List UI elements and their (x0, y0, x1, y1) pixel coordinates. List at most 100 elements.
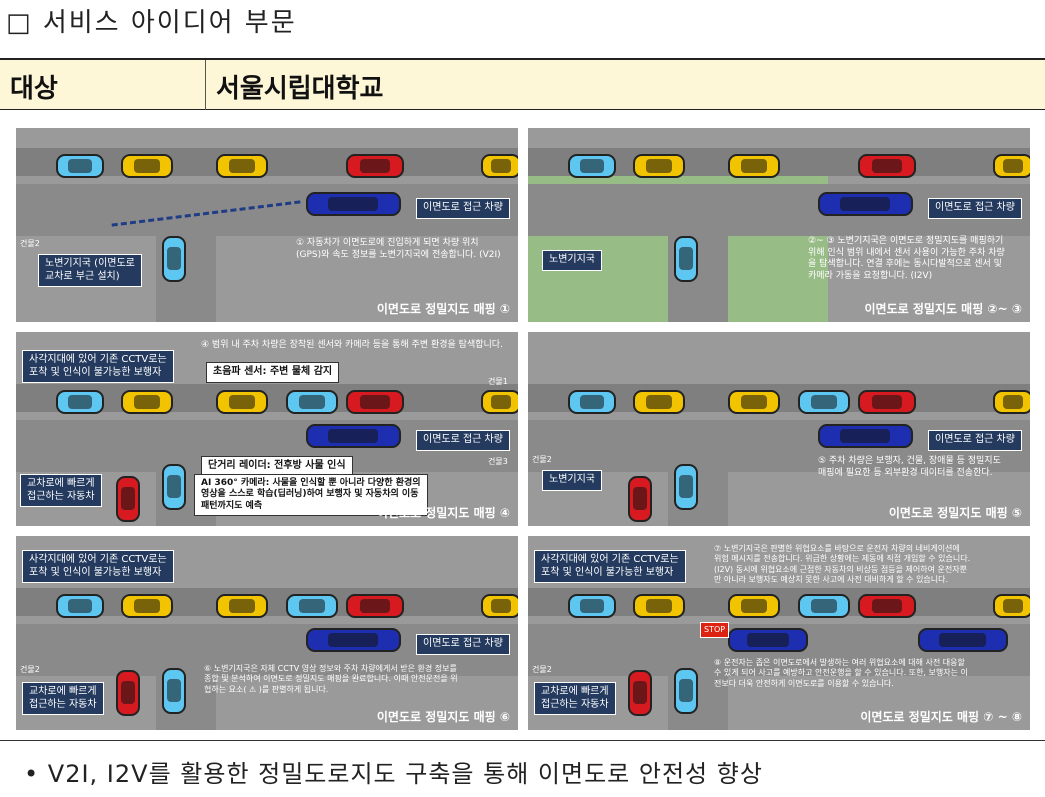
panel-caption: 이면도로 정밀지도 매핑 ②~ ③ (864, 302, 1023, 316)
building-label: 건물3 (488, 457, 508, 466)
panel-6: STOP 사각지대에 있어 기존 CCTV로는 포착 및 인식이 불가능한 보행… (528, 536, 1030, 730)
approaching-car (306, 628, 401, 652)
panel-description: ④ 범위 내 주차 차량은 장착된 센서와 카메라 등을 통해 주변 환경을 탐… (201, 340, 503, 350)
panel-caption: 이면도로 정밀지도 매핑 ① (376, 302, 510, 316)
approaching-car (818, 424, 913, 448)
parked-car (56, 154, 104, 178)
parked-car (993, 390, 1030, 414)
approaching-car (918, 628, 1008, 652)
section-title: □ 서비스 아이디어 부문 (6, 8, 297, 38)
parked-car (162, 464, 186, 510)
parked-car (56, 594, 104, 618)
parked-car (56, 390, 104, 414)
stop-sign: STOP (700, 622, 730, 638)
label-fast-car: 교차로에 빠르게 접근하는 자동차 (22, 682, 104, 715)
approaching-car (306, 424, 401, 448)
building-label: 건물2 (20, 239, 40, 248)
parked-car (798, 390, 850, 414)
parked-car (674, 236, 698, 282)
parked-car (858, 154, 916, 178)
label-blindspot-pedestrian: 사각지대에 있어 기존 CCTV로는 포착 및 인식이 불가능한 보행자 (534, 550, 686, 583)
parked-car (346, 154, 404, 178)
parked-car (728, 390, 780, 414)
building-label: 건물2 (532, 455, 552, 464)
label-roadside-station: 노변기지국 (542, 250, 602, 271)
parked-car (216, 390, 268, 414)
fast-car (628, 670, 652, 716)
parked-car (216, 594, 268, 618)
approaching-car (818, 192, 913, 216)
panel-description: ⑥ 노변기지국은 자체 CCTV 영상 정보와 주차 차량에게서 받은 환경 정… (204, 664, 458, 694)
label-ai-camera: AI 360° 카메라: 사물을 인식할 뿐 아니라 다양한 환경의 영상을 스… (194, 474, 428, 516)
fast-car (116, 476, 140, 522)
parked-car (993, 154, 1030, 178)
summary-bullet: • V2I, I2V를 활용한 정밀도로지도 구축을 통해 이면도로 안전성 향… (24, 760, 763, 788)
panel-caption: 이면도로 정밀지도 매핑 ⑦ ~ ⑧ (860, 710, 1022, 724)
parked-car (993, 594, 1030, 618)
target-header: 대상 서울시립대학교 (0, 58, 1045, 110)
label-approaching-car: 이면도로 접근 차량 (416, 634, 510, 655)
label-ultrasonic: 초음파 센서: 주변 물체 감지 (206, 362, 340, 383)
label-roadside-station: 노변기지국 (542, 470, 602, 491)
parked-car (858, 390, 916, 414)
label-roadside-station: 노변기지국 (이면도로 교차로 부근 설치) (38, 254, 142, 287)
parked-car (121, 390, 173, 414)
parked-car (216, 154, 268, 178)
parked-car (728, 594, 780, 618)
parked-car (674, 464, 698, 510)
panel-5: 사각지대에 있어 기존 CCTV로는 포착 및 인식이 불가능한 보행자 이면도… (16, 536, 518, 730)
panel-description: ⑦ 노변기지국은 판별한 위협요소를 바탕으로 운전자 차량의 네비게이션에 위… (714, 544, 971, 585)
label-approaching-car: 이면도로 접근 차량 (416, 430, 510, 451)
parked-car (858, 594, 916, 618)
parked-car (633, 594, 685, 618)
parked-car (674, 668, 698, 714)
label-fast-car: 교차로에 빠르게 접근하는 자동차 (534, 682, 616, 715)
panel-description: ① 자동차가 이면도로에 진입하게 되면 차량 위치 (GPS)와 속도 정보를… (296, 238, 501, 260)
label-approaching-car: 이면도로 접근 차량 (416, 198, 510, 219)
panel-description: ②~ ③ 노변기지국은 이면도로 정밀지도를 매핑하기 위해 인식 범위 내에서… (808, 236, 1005, 282)
divider (0, 740, 1045, 741)
label-blindspot-pedestrian: 사각지대에 있어 기존 CCTV로는 포착 및 인식이 불가능한 보행자 (22, 350, 174, 383)
parked-car (346, 390, 404, 414)
parked-car (162, 668, 186, 714)
parked-car (568, 390, 616, 414)
approaching-car (306, 192, 401, 216)
parked-car (633, 154, 685, 178)
parked-car (346, 594, 404, 618)
label-blindspot-pedestrian: 사각지대에 있어 기존 CCTV로는 포착 및 인식이 불가능한 보행자 (22, 550, 174, 583)
parked-car (481, 390, 518, 414)
panel-2: 이면도로 접근 차량 노변기지국 ②~ ③ 노변기지국은 이면도로 정밀지도를 … (528, 128, 1030, 322)
fast-car (116, 670, 140, 716)
parked-car (728, 154, 780, 178)
building-label: 건물2 (20, 665, 40, 674)
parked-car (162, 236, 186, 282)
building-label: 건물1 (488, 377, 508, 386)
target-key: 대상 (0, 60, 206, 110)
label-approaching-car: 이면도로 접근 차량 (928, 430, 1022, 451)
fast-car (628, 476, 652, 522)
panel-caption: 이면도로 정밀지도 매핑 ④ (376, 506, 510, 520)
parked-car (481, 594, 518, 618)
parked-car (633, 390, 685, 414)
parked-car (568, 594, 616, 618)
parked-car (121, 594, 173, 618)
label-fast-car: 교차로에 빠르게 접근하는 자동차 (20, 474, 102, 507)
parked-car (286, 594, 338, 618)
panel-caption: 이면도로 정밀지도 매핑 ⑤ (888, 506, 1022, 520)
label-approaching-car: 이면도로 접근 차량 (928, 198, 1022, 219)
parked-car (286, 390, 338, 414)
illustration-grid: 이면도로 접근 차량 노변기지국 (이면도로 교차로 부근 설치) 건물2 ① … (16, 128, 1030, 732)
parked-car (481, 154, 518, 178)
panel-4: 이면도로 접근 차량 노변기지국 건물2 ⑤ 주차 차량은 보행자, 건물, 장… (528, 332, 1030, 526)
panel-description-2: ⑧ 운전자는 좁은 이면도로에서 발생하는 여러 위협요소에 대해 사전 대응할… (714, 658, 968, 688)
parked-car (568, 154, 616, 178)
panel-1: 이면도로 접근 차량 노변기지국 (이면도로 교차로 부근 설치) 건물2 ① … (16, 128, 518, 322)
panel-description: ⑤ 주차 차량은 보행자, 건물, 장애물 등 정밀지도 매핑에 필요한 등 외… (818, 456, 1001, 478)
approaching-car (728, 628, 808, 652)
target-value: 서울시립대학교 (216, 74, 384, 104)
parked-car (798, 594, 850, 618)
building-label: 건물2 (532, 665, 552, 674)
parked-car (121, 154, 173, 178)
panel-3: ④ 범위 내 주차 차량은 장착된 센서와 카메라 등을 통해 주변 환경을 탐… (16, 332, 518, 526)
panel-caption: 이면도로 정밀지도 매핑 ⑥ (376, 710, 510, 724)
